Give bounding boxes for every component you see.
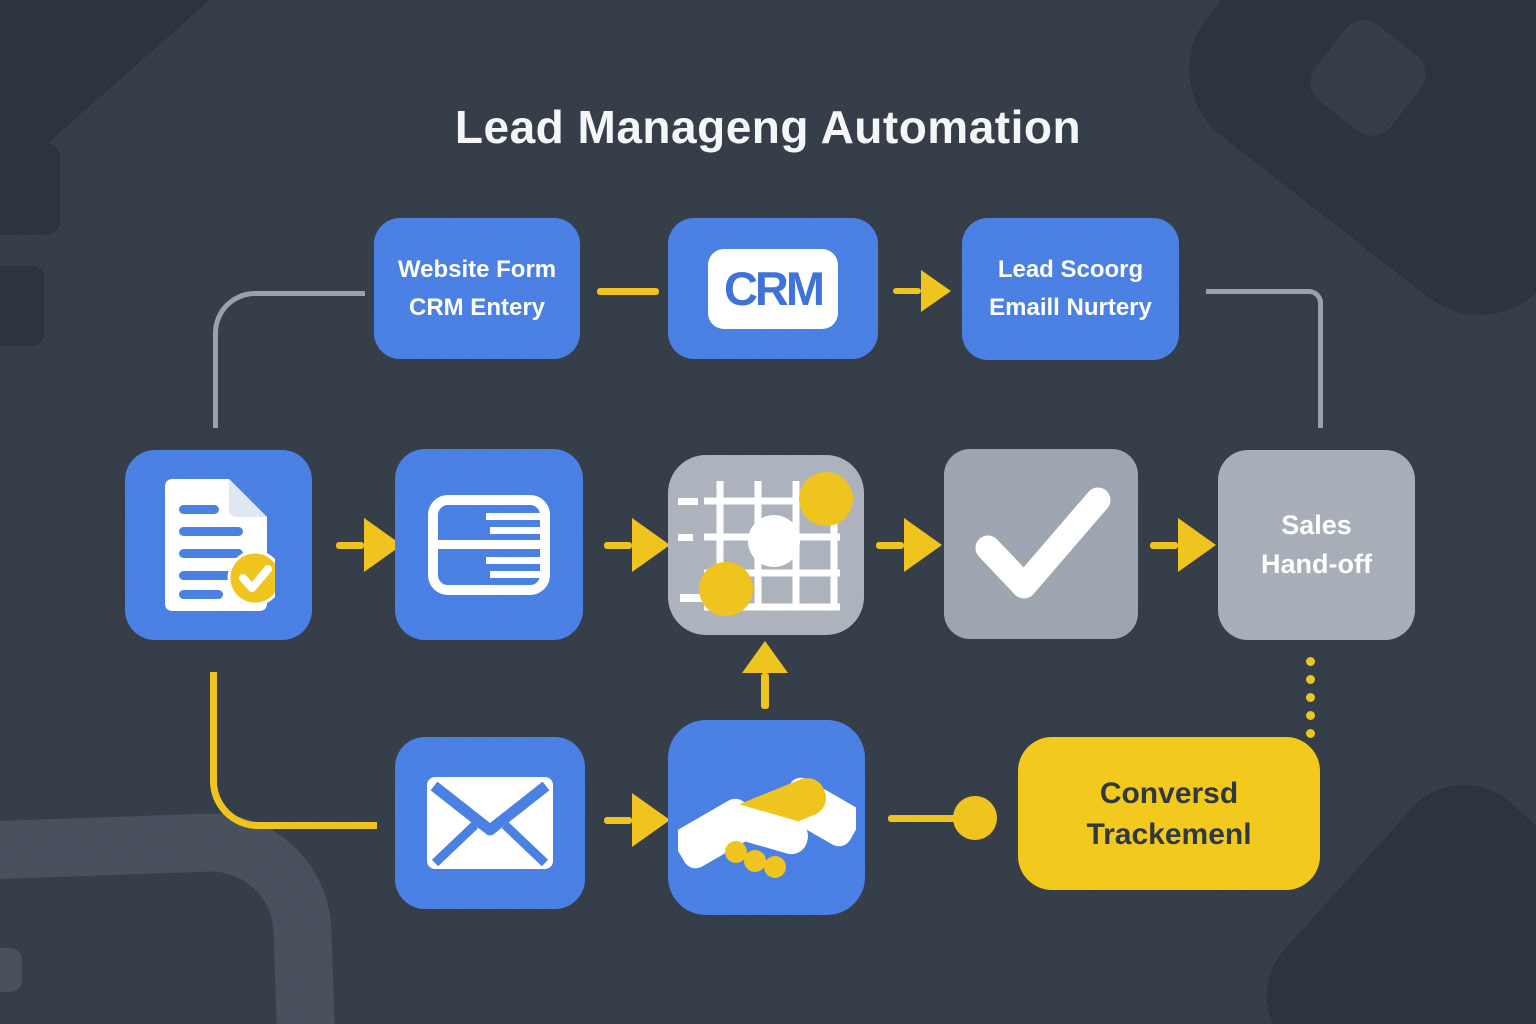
conversion-tracking-label-line1: Conversd [1099,776,1239,810]
flow-arrow-crm-to-leadscoring [893,270,951,312]
flow-arrow-mail-to-handshake [604,793,670,847]
scoring-grid-box [668,455,864,635]
bg-blob-bottom-left [0,948,22,992]
crm-logo-text: CRM [723,262,825,315]
connector-elbow-right [1206,289,1323,428]
website-form-label-line1: Website Form [397,255,557,283]
flow-arrow-grid-to-check [876,518,942,572]
bg-gear-tooth-left-1 [0,143,60,235]
connector-line-website-to-crm [597,288,659,295]
email-box [395,737,585,909]
qualification-check-box [944,449,1138,639]
flow-arrow-form-to-grid [604,518,670,572]
website-form-crm-entry-box: Website Form CRM Entery [374,218,580,359]
sales-handoff-box: Sales Hand-off [1218,450,1415,640]
crm-logo-badge: CRM [708,248,838,329]
connector-line-handshake-to-tracking [888,815,962,822]
handshake-icon [677,754,856,882]
form-fields-icon [428,494,550,595]
dotted-connector-sales-to-tracking [1306,657,1315,738]
flow-arrow-check-to-sales [1150,518,1216,572]
website-form-label-line2: CRM Entery [408,293,546,321]
sales-handoff-label-line1: Sales [1281,510,1352,540]
flow-arrow-doc-to-form [336,518,402,572]
lead-scoring-label-line2: Emaill Nurtery [989,294,1152,321]
bg-gear-tooth-left-2 [0,266,44,346]
crm-logo-box: CRM [668,218,878,359]
email-envelope-icon [427,777,553,869]
conversion-tracking-label-line2: Trackemenl [1086,817,1252,851]
conversion-tracking-box: Conversd Trackemenl [1018,737,1320,890]
bg-hook-shape-bottom-left [0,809,345,1024]
form-fields-box [395,449,583,640]
connector-node-dot [953,796,997,840]
document-check-box [125,450,312,640]
flow-arrow-handshake-to-grid [742,641,788,709]
scoring-grid-icon [678,471,854,619]
page-title: Lead Manageng Automation [454,101,1082,153]
sales-handoff-label-line2: Hand-off [1261,549,1372,579]
checkmark-icon [966,486,1116,602]
document-check-icon [163,477,275,613]
connector-elbow-yellow [210,672,377,829]
lead-scoring-email-nurture-box: Lead Scoorg Emaill Nurtery [962,218,1179,360]
connector-elbow-left [213,291,365,428]
lead-scoring-label-line1: Lead Scoorg [997,256,1144,283]
handshake-box [668,720,865,915]
